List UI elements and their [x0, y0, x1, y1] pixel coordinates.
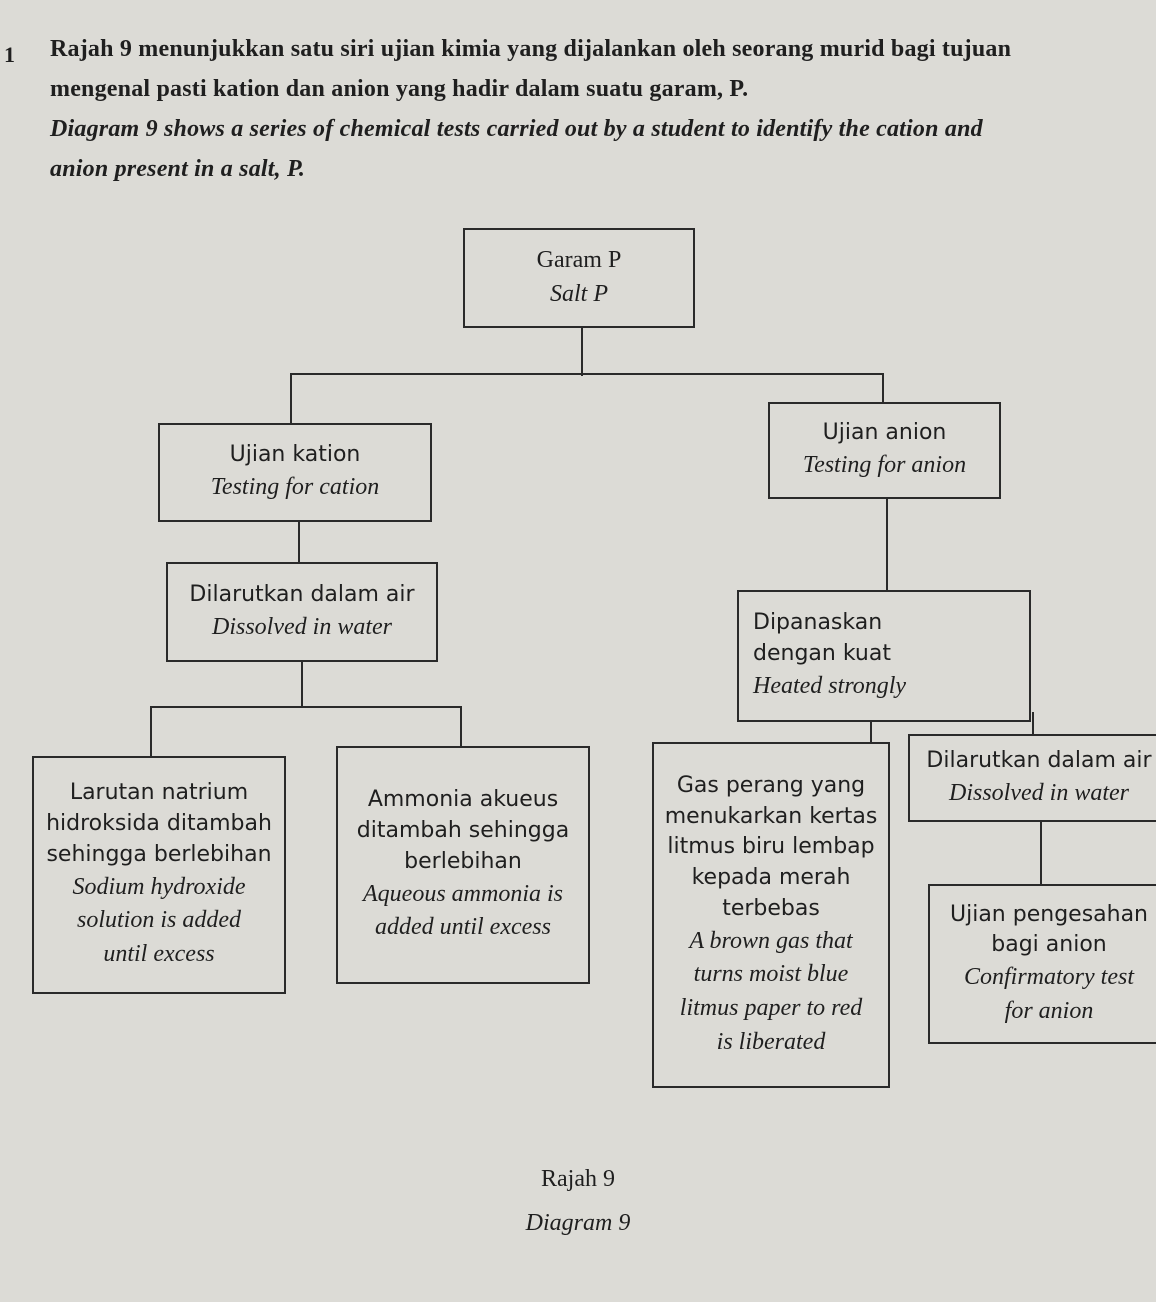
salt-malay-label: Garam P: [536, 247, 622, 274]
brown-gas-malay-5: terbebas: [722, 896, 820, 921]
dissolve-cation-box: Dilarutkan dalam air Dissolved in water: [166, 562, 438, 662]
confirm-malay-2: bagi anion: [991, 932, 1107, 958]
heated-english: Heated strongly: [753, 673, 907, 699]
naoh-english-1: Sodium hydroxide: [72, 873, 246, 900]
caption-english: Diagram 9: [525, 1210, 631, 1236]
ammonia-malay-2: ditambah sehingga: [356, 818, 570, 843]
confirm-english-2: for anion: [1004, 997, 1094, 1024]
connector-line: [1032, 712, 1034, 736]
brown-gas-english-4: is liberated: [716, 1028, 826, 1055]
question-english-line-1: Diagram 9 shows a series of chemical tes…: [50, 116, 983, 142]
connector-line: [886, 498, 888, 592]
caption-malay: Rajah 9: [541, 1166, 615, 1192]
anion-test-english: Testing for anion: [802, 452, 967, 479]
brown-gas-english-1: A brown gas that: [689, 927, 853, 954]
connector-line: [290, 373, 884, 375]
connector-line: [150, 706, 152, 756]
cation-test-malay: Ujian kation: [229, 442, 361, 468]
ammonia-malay-3: berlebihan: [404, 848, 522, 874]
naoh-malay-3: sehingga berlebihan: [46, 842, 272, 867]
ammonia-test-box: Ammonia akueus ditambah sehingga berlebi…: [336, 746, 590, 984]
dissolve-cation-english: Dissolved in water: [212, 613, 392, 640]
connector-line: [882, 373, 884, 403]
cation-test-english: Testing for cation: [210, 474, 380, 501]
brown-gas-malay-1: Gas perang yang: [676, 772, 866, 798]
brown-gas-english-2: turns moist blue: [693, 961, 849, 988]
salt-p-box: Garam P Salt P: [463, 228, 695, 328]
question-malay-line-2: mengenal pasti kation dan anion yang had…: [50, 76, 749, 102]
dissolve-anion-malay: Dilarutkan dalam air: [926, 747, 1152, 773]
connector-line: [1040, 822, 1042, 884]
connector-line: [581, 326, 583, 376]
brown-gas-malay-2: menukarkan kertas: [664, 803, 878, 829]
heated-malay-1: Dipanaskan: [753, 610, 883, 636]
dissolve-cation-malay: Dilarutkan dalam air: [189, 581, 415, 607]
heated-malay-2: dengan kuat: [753, 641, 891, 667]
anion-test-box: Ujian anion Testing for anion: [768, 402, 1001, 499]
brown-gas-malay-4: kepada merah: [691, 865, 851, 891]
connector-line: [290, 373, 292, 423]
ammonia-english-1: Aqueous ammonia is: [363, 880, 563, 907]
brown-gas-malay-3: litmus biru lembap: [667, 834, 875, 860]
question-malay-line-1: Rajah 9 menunjukkan satu siri ujian kimi…: [50, 36, 1012, 62]
anion-test-malay: Ujian anion: [822, 420, 947, 446]
dissolve-anion-box: Dilarutkan dalam air Dissolved in water: [908, 734, 1156, 822]
naoh-english-3: until excess: [103, 940, 215, 967]
salt-english-label: Salt P: [550, 281, 608, 307]
dissolve-anion-english: Dissolved in water: [949, 779, 1129, 806]
connector-line: [460, 706, 462, 748]
connector-line: [298, 520, 300, 562]
confirmatory-test-box: Ujian pengesahan bagi anion Confirmatory…: [928, 884, 1156, 1044]
naoh-test-box: Larutan natrium hidroksida ditambah sehi…: [32, 756, 286, 994]
naoh-english-2: solution is added: [76, 907, 241, 934]
confirm-malay-1: Ujian pengesahan: [950, 901, 1148, 927]
naoh-malay-1: Larutan natrium: [69, 780, 249, 806]
confirm-english-1: Confirmatory test: [963, 964, 1134, 991]
brown-gas-box: Gas perang yang menukarkan kertas litmus…: [652, 742, 890, 1088]
question-number: 1: [4, 42, 15, 67]
question-english-line-2: anion present in a salt, P.: [50, 156, 306, 182]
connector-line: [870, 722, 872, 742]
connector-line: [150, 706, 462, 708]
heated-box: Dipanaskan dengan kuat Heated strongly: [737, 590, 1031, 722]
brown-gas-english-3: litmus paper to red: [679, 994, 863, 1021]
naoh-malay-2: hidroksida ditambah: [46, 811, 272, 837]
cation-test-box: Ujian kation Testing for cation: [158, 423, 432, 522]
connector-line: [301, 660, 303, 708]
ammonia-malay-1: Ammonia akueus: [367, 787, 559, 813]
ammonia-english-2: added until excess: [375, 914, 551, 941]
